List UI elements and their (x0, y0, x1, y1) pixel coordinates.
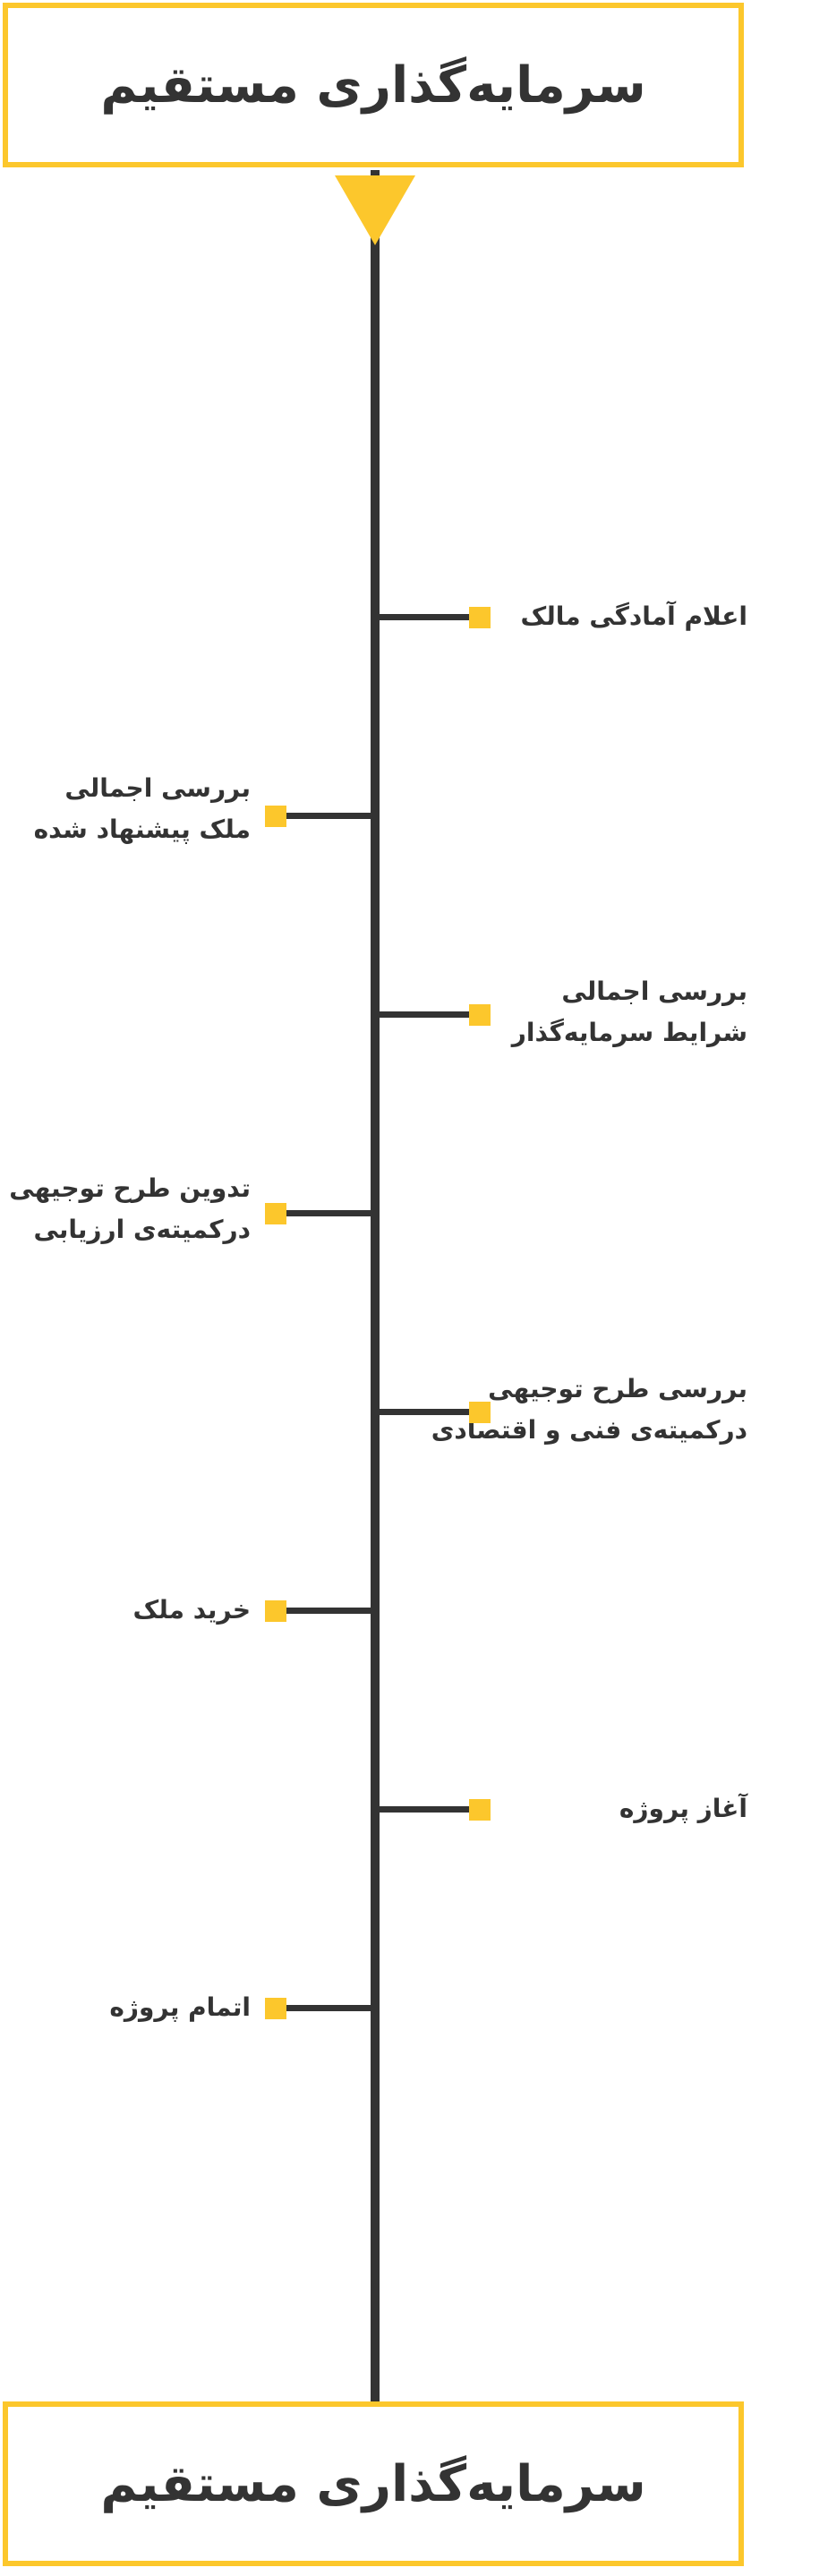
bottom-title: سرمایه‌گذاری مستقیم (100, 2454, 646, 2513)
step-marker-square-icon (265, 1203, 286, 1224)
step-label-investor-terms: بررسی اجمالی شرایط سرمایه‌گذار (506, 971, 747, 1053)
step-label-line: بررسی اجمالی (64, 773, 251, 803)
step-label-line: آغاز پروژه (619, 1794, 747, 1823)
step-marker-square-icon (265, 1600, 286, 1622)
arrow-down-icon (335, 175, 415, 245)
step-marker-square-icon (265, 806, 286, 827)
step-marker-square-icon (469, 1402, 491, 1423)
step-connector (378, 614, 470, 620)
step-label-project-completion: اتمام پروژه (4, 1987, 251, 2028)
step-label-line: بررسی طرح توجیهی (488, 1374, 747, 1403)
step-connector (378, 1409, 470, 1415)
step-label-feasibility-study: تدوین طرح توجیهی درکمیته‌ی ارزیابی (4, 1168, 251, 1250)
step-label-line: ملک پیشنهاد شده (33, 815, 251, 844)
step-label-line: درکمیته‌ی فنی و اقتصادی (431, 1415, 747, 1445)
bottom-title-box: سرمایه‌گذاری مستقیم (3, 2401, 744, 2566)
step-label-property-purchase: خرید ملک (4, 1590, 251, 1631)
step-connector (285, 813, 371, 819)
step-marker-square-icon (265, 1998, 286, 2019)
step-label-owner-readiness: اعلام آمادگی مالک (506, 596, 747, 637)
step-connector (378, 1806, 470, 1813)
step-label-line: اعلام آمادگی مالک (520, 601, 747, 631)
step-label-property-review: بررسی اجمالی ملک پیشنهاد شده (4, 768, 251, 850)
step-label-line: اتمام پروژه (109, 1992, 251, 2022)
top-title: سرمایه‌گذاری مستقیم (100, 55, 646, 115)
step-label-line: خرید ملک (132, 1595, 251, 1625)
step-label-technical-review: بررسی طرح توجیهی درکمیته‌ی فنی و اقتصادی (431, 1369, 747, 1451)
step-label-line: درکمیته‌ی ارزیابی (33, 1215, 252, 1244)
timeline-line (371, 170, 380, 2404)
step-label-project-start: آغاز پروژه (506, 1788, 747, 1830)
top-title-box: سرمایه‌گذاری مستقیم (3, 3, 744, 167)
step-connector (285, 1608, 371, 1614)
step-marker-square-icon (469, 1004, 491, 1026)
step-marker-square-icon (469, 1799, 491, 1821)
step-label-line: بررسی اجمالی (561, 977, 747, 1006)
step-connector (285, 1210, 371, 1216)
step-label-line: شرایط سرمایه‌گذار (511, 1018, 747, 1047)
step-marker-square-icon (469, 607, 491, 628)
step-label-line: تدوین طرح توجیهی (9, 1173, 251, 1203)
step-connector (378, 1011, 470, 1018)
step-connector (285, 2005, 371, 2011)
